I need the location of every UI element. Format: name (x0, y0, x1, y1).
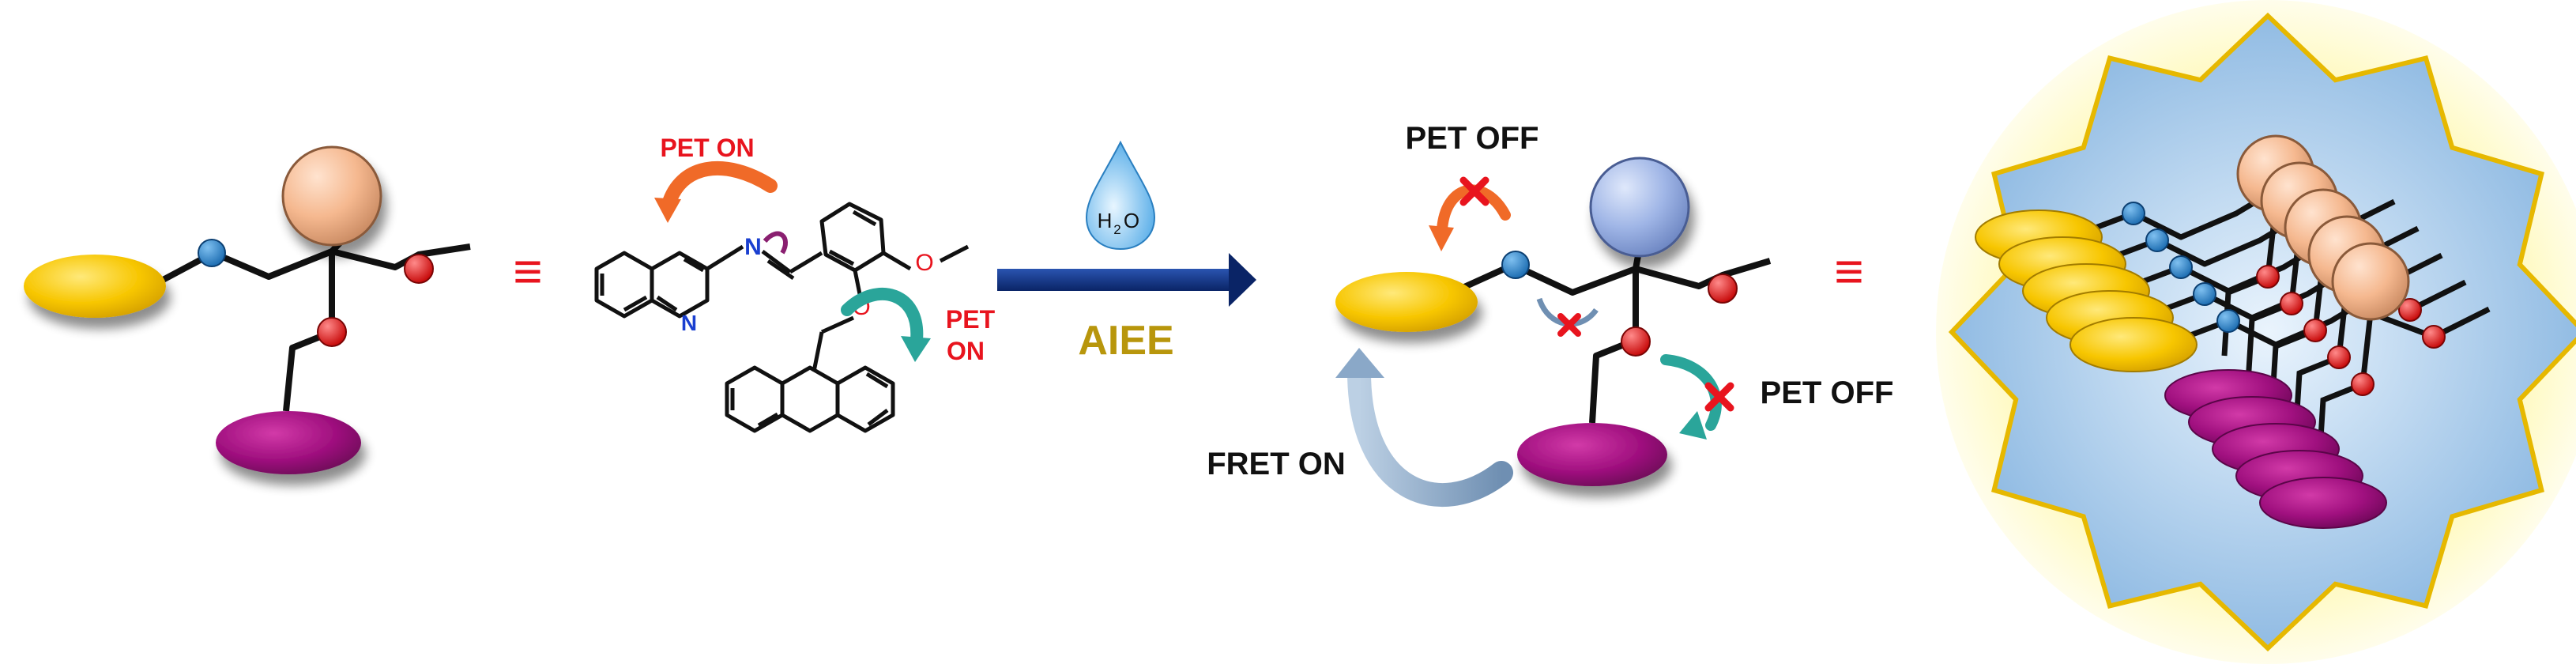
aggregate-backbone-bond (2164, 294, 2372, 348)
aggregate-anthracene-magenta (2259, 477, 2387, 529)
aiee-label: AIEE (1078, 318, 1173, 364)
blocked-cross-side-icon (1704, 382, 1734, 412)
bound-n-bead-blue (1501, 251, 1530, 279)
blocked-cross-top-icon (1459, 176, 1489, 206)
aggregate-ether-o-red (2327, 345, 2351, 369)
water-droplet-icon (1085, 140, 1156, 251)
fret-on-arrowhead (1335, 348, 1384, 378)
anthracene-unit-magenta (216, 411, 361, 474)
pet-off-label-top: PET OFF (1406, 121, 1539, 156)
pet-on-arrow-orange (661, 160, 778, 214)
reaction-arrowhead (1229, 253, 1256, 307)
bound-ether-o-red (1621, 326, 1651, 357)
pet-on-label-top: PET ON (660, 134, 754, 162)
methoxy-o-bead-red (404, 254, 434, 284)
pet-on-arrowhead-teal (901, 336, 931, 362)
aggregate-backbone-bond (2140, 267, 2348, 321)
water-subscript-label: 2 (1113, 222, 1120, 237)
quinoline-nitrogen-label: N (681, 311, 697, 335)
pet-off-arrow-orange (1437, 184, 1511, 235)
pet-off-arrowhead-teal (1679, 411, 1707, 440)
fret-on-label: FRET ON (1207, 447, 1346, 481)
ether-o-bead-red (317, 317, 347, 347)
bound-anthracene-magenta (1517, 423, 1667, 486)
aggregate-n-bead-blue (2122, 202, 2145, 225)
imine-nitrogen-label: N (744, 234, 762, 260)
water-drop: H 2 O (1085, 140, 1156, 251)
blocked-cross-mid-icon (1557, 313, 1581, 337)
free-probe-schematic (24, 145, 471, 474)
bound-phenyl-core-lavender (1589, 157, 1690, 258)
aggregate-ether-o-red (2303, 319, 2327, 342)
aggregate-backbone-bond (2069, 187, 2277, 240)
water-o-label: O (1124, 209, 1139, 232)
anthracene-ring-b (780, 365, 840, 433)
anthracene-ring-a (725, 365, 785, 433)
aggregate-n-bead-blue (2193, 282, 2216, 306)
methoxy-bond (331, 243, 471, 270)
quinoline-ring-b (650, 251, 710, 319)
aggregate-n-bead-blue (2169, 255, 2193, 279)
stacked-probe-aggregate (1975, 134, 2491, 529)
pet-on-arrowhead-orange (654, 198, 681, 223)
reaction-arrow-shaft (997, 269, 1234, 291)
bound-quinoline-yellow (1335, 272, 1478, 332)
bound-probe-schematic (1335, 157, 1772, 486)
equivalence-sign-left: ≡ (513, 243, 542, 300)
chemical-structure (594, 202, 970, 433)
equivalence-sign-right: ≡ (1834, 243, 1863, 300)
water-h-label: H (1098, 209, 1113, 232)
anthracene-ring-c (835, 365, 895, 433)
bound-methoxy-o-red (1708, 274, 1738, 304)
pet-off-arrowhead-orange (1429, 225, 1454, 251)
aggregate-ether-o-red (2351, 372, 2375, 396)
aggregate-phenyl-core-peach (2331, 242, 2410, 321)
aggregate-n-bead-blue (2216, 309, 2240, 333)
quinoline-unit-yellow (24, 255, 166, 318)
aggregate-ether-o-red (2280, 292, 2303, 315)
pet-on-label-side-line2: ON (947, 337, 985, 365)
ether-link-bond (283, 251, 335, 412)
aggregate-n-bead-blue (2145, 228, 2169, 252)
methoxy-oxygen-label: O (915, 250, 933, 276)
pet-on-label-side-line1: PET (946, 305, 996, 334)
star-badge (1948, 12, 2576, 652)
pet-off-arrow-teal (1660, 354, 1722, 431)
quinoline-ring-a (594, 251, 654, 319)
aggregate-ether-o-red (2256, 265, 2280, 289)
pet-off-label-side: PET OFF (1761, 376, 1894, 410)
aggregate-backbone-bond (2092, 213, 2301, 267)
phenyl-core-peach (281, 145, 382, 247)
aggregate-methoxy-o-red (2398, 298, 2422, 322)
imine-n-bead-blue (198, 239, 226, 267)
aggregate-methoxy-o-red (2422, 325, 2446, 349)
bound-ether-bond (1589, 269, 1639, 424)
aggregate-quinoline-yellow (2069, 317, 2198, 372)
central-benzene-ring (819, 202, 886, 273)
reaction-arrow (997, 253, 1256, 307)
pet-on-arrow-teal (841, 287, 924, 346)
aggregate-backbone-bond (2116, 240, 2325, 294)
bound-methoxy-bond (1634, 258, 1772, 289)
fret-on-arrow (1347, 360, 1513, 507)
aggregate-star-panel (1936, 0, 2576, 664)
imine-twist-arrow (763, 231, 788, 255)
